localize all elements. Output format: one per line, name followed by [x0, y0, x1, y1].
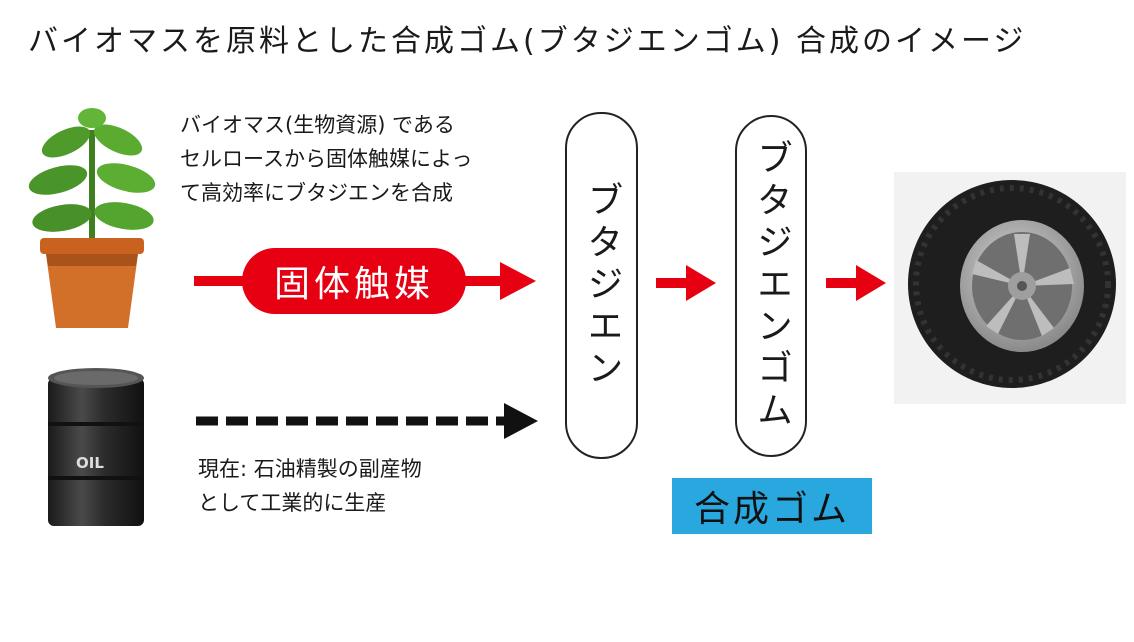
synthetic-rubber-badge: 合成ゴム — [672, 478, 872, 534]
tire-icon — [894, 172, 1126, 404]
butadiene-rubber-box: ブタジエンゴム — [735, 115, 807, 457]
solid-catalyst-label: 固体触媒 — [242, 248, 466, 314]
biomass-description: バイオマス(生物資源) である セルロースから固体触媒によっ て高効率にブタジエ… — [180, 113, 473, 205]
arrow-icon — [656, 265, 716, 301]
butadiene-box: ブタジエン — [565, 112, 638, 459]
arrow-to-tire-icon — [826, 265, 886, 301]
petroleum-dashed-arrow-icon — [196, 403, 538, 439]
oil-drum-label: OIL — [76, 454, 104, 472]
oil-drum-icon — [48, 368, 144, 526]
current-production-text: 現在: 石油精製の副産物 として工業的に生産 — [198, 457, 422, 515]
potted-plant-icon — [28, 108, 156, 328]
diagram-title: バイオマスを原料とした合成ゴム(ブタジエンゴム) 合成のイメージ — [28, 24, 1027, 59]
